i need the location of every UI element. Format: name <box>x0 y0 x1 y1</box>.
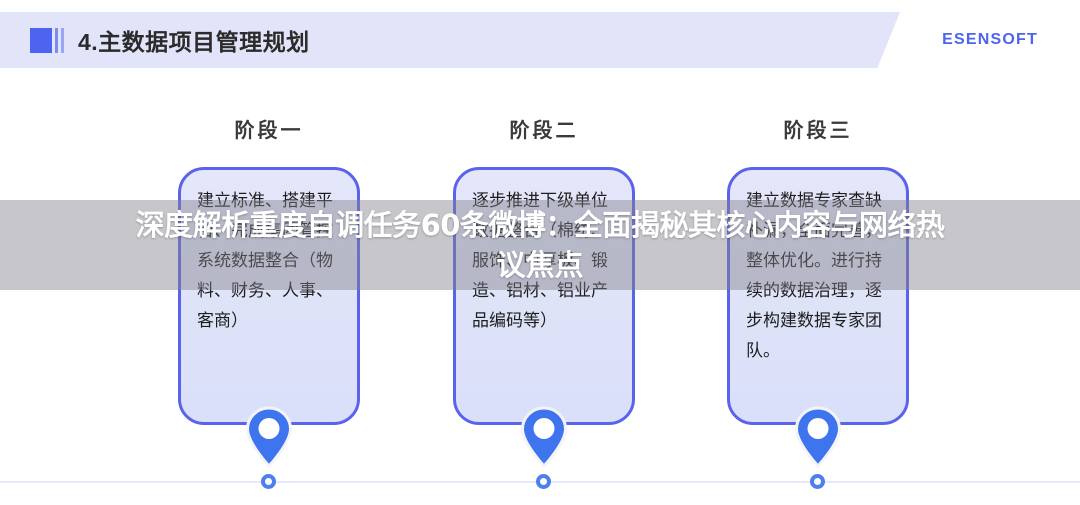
mark-bar-shape <box>55 27 58 53</box>
map-pin-icon-1 <box>242 404 296 470</box>
header: 4.主数据项目管理规划 ESENSOFT <box>0 12 1080 68</box>
stage-body-2: 逐步推进下级单位数据整合（棉纺、服饰、中厚板、锻造、铝材、铝业产品编码等） <box>472 191 608 331</box>
map-pin-icon-3 <box>791 404 845 470</box>
map-pin-icon-2 <box>517 404 571 470</box>
stage-column-1: 阶段一 建立标准、搭建平台、完成集团管控系统数据整合（物料、财务、人事、客商） <box>178 114 360 425</box>
page-title: 4.主数据项目管理规划 <box>78 29 310 55</box>
timeline-node-3 <box>810 474 825 489</box>
stage-card-2: 逐步推进下级单位数据整合（棉纺、服饰、中厚板、锻造、铝材、铝业产品编码等） <box>453 167 635 425</box>
stage-label-2: 阶段二 <box>509 120 579 142</box>
mark-square-shape <box>30 27 52 53</box>
timeline-node-1 <box>261 474 276 489</box>
stage-column-3: 阶段三 建立数据专家查缺补漏，全面完善，整体优化。进行持续的数据治理，逐步构建数… <box>727 114 909 425</box>
stage-body-1: 建立标准、搭建平台、完成集团管控系统数据整合（物料、财务、人事、客商） <box>197 191 333 331</box>
stage-label-1: 阶段一 <box>234 120 304 142</box>
stage-label-3: 阶段三 <box>783 120 853 142</box>
timeline-node-2 <box>536 474 551 489</box>
square-mark-icon <box>30 27 64 53</box>
stage-card-3: 建立数据专家查缺补漏，全面完善，整体优化。进行持续的数据治理，逐步构建数据专家团… <box>727 167 909 425</box>
mark-bar-thin-shape <box>61 27 64 53</box>
brand-logo: ESENSOFT <box>942 31 1038 48</box>
stage-column-2: 阶段二 逐步推进下级单位数据整合（棉纺、服饰、中厚板、锻造、铝材、铝业产品编码等… <box>453 114 635 425</box>
stage-body-3: 建立数据专家查缺补漏，全面完善，整体优化。进行持续的数据治理，逐步构建数据专家团… <box>746 191 882 361</box>
stage-card-1: 建立标准、搭建平台、完成集团管控系统数据整合（物料、财务、人事、客商） <box>178 167 360 425</box>
header-band <box>0 12 1080 68</box>
